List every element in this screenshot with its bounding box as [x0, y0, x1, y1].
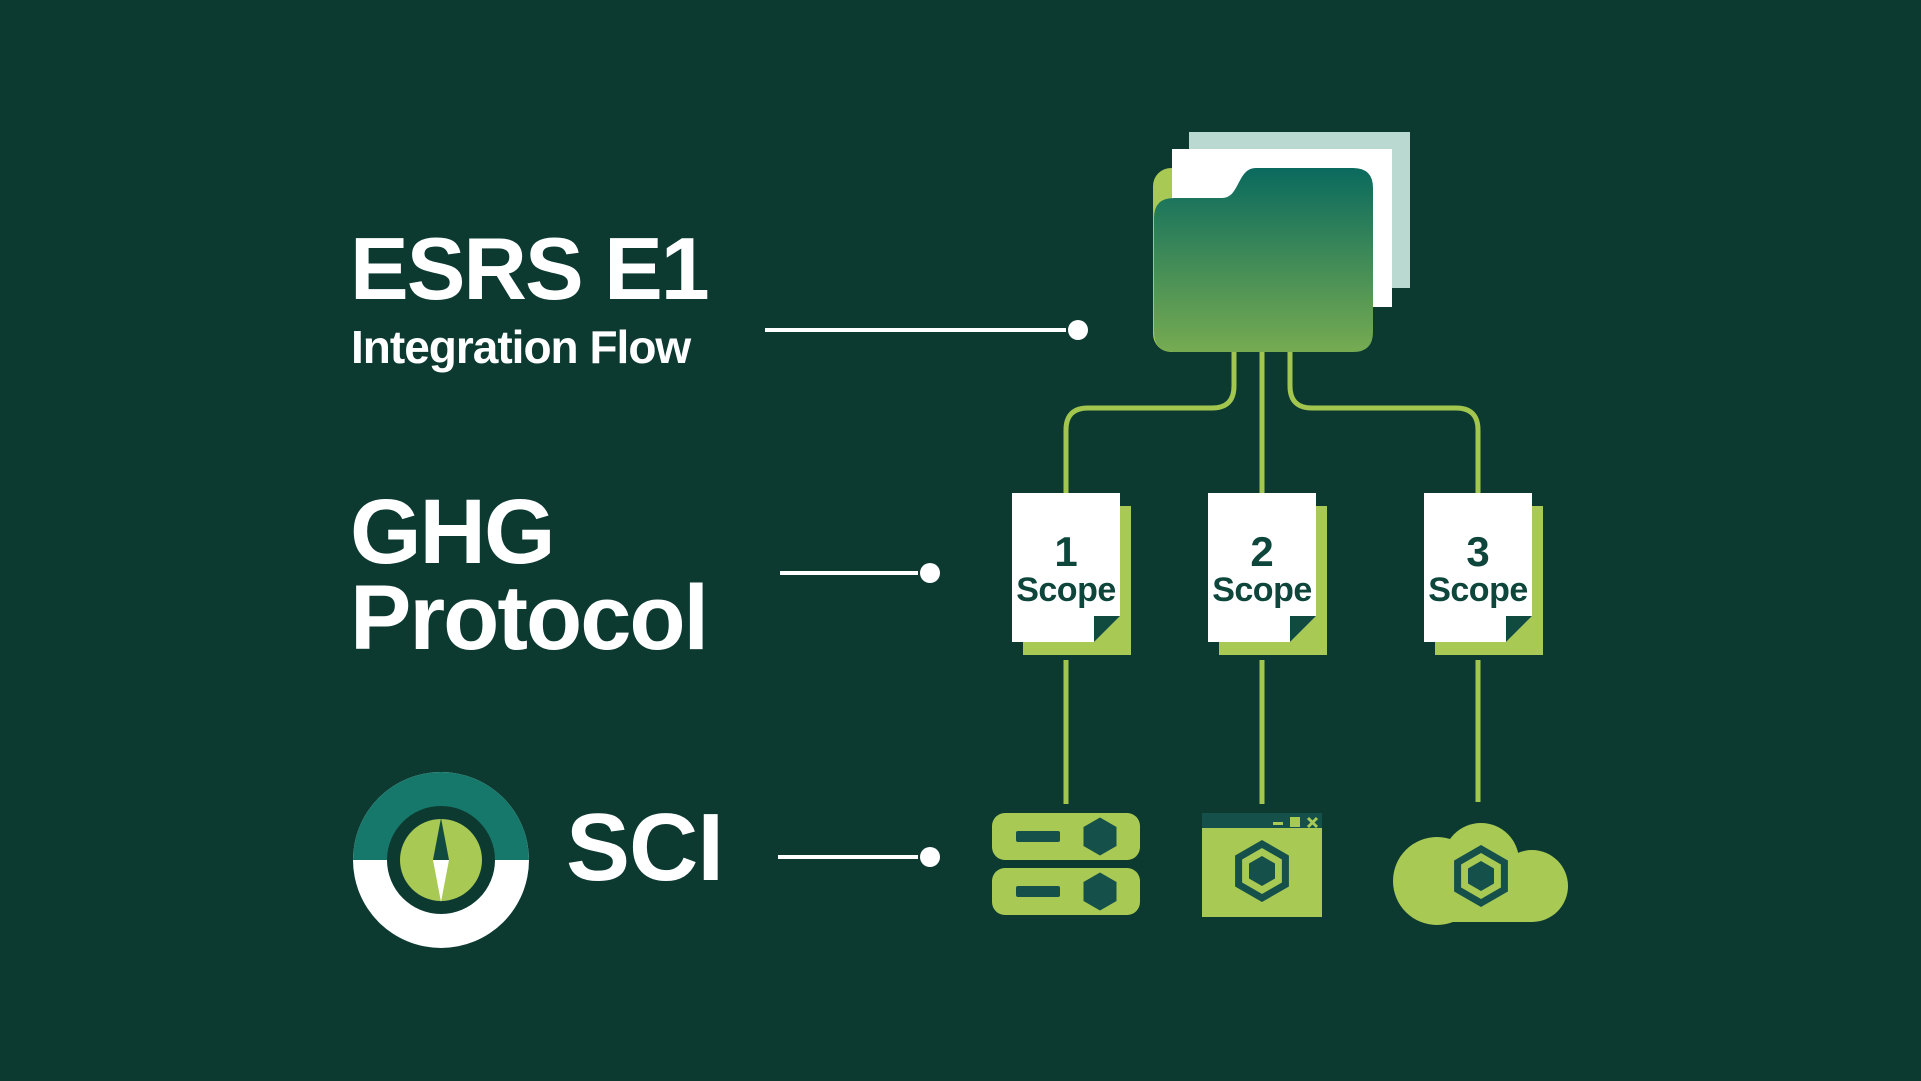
close-icon [1306, 816, 1319, 829]
server-rack-1 [992, 813, 1140, 860]
branch-lines [1063, 352, 1481, 804]
pointer-connectors [765, 320, 1088, 867]
hexagon-badge-1 [1083, 817, 1117, 856]
needle-south [433, 860, 449, 902]
folder-icon [1153, 132, 1410, 352]
minimize-icon [1273, 822, 1283, 825]
branch-line-left [1063, 352, 1237, 494]
page-subtitle: Integration Flow [351, 321, 691, 373]
document-icons [1012, 493, 1543, 655]
scope1-label: Scope [1016, 571, 1116, 609]
hexagon-badge-2 [1083, 872, 1117, 911]
scope3-number: 3 [1466, 528, 1490, 575]
hexagon-logo-outline [1454, 844, 1508, 908]
corner-fold [1506, 616, 1532, 642]
compass-gauge-icon [353, 772, 529, 948]
scope2-label: Scope [1212, 571, 1312, 609]
folder-front-panel [1154, 168, 1373, 352]
document-icon-scope3 [1424, 493, 1543, 655]
drive-slot-1 [1016, 831, 1060, 842]
document-icon-scope1 [1012, 493, 1131, 655]
cloud-icon [1393, 823, 1568, 925]
pointer-dot-esrs [1068, 320, 1088, 340]
app-window-icon [1202, 813, 1322, 917]
ghg-label-line2: Protocol [350, 567, 709, 669]
document-icon-scope2 [1208, 493, 1327, 655]
needle-north [433, 818, 449, 860]
ghg-label-line1: GHG [350, 481, 556, 583]
hexagon-logo-core [1249, 856, 1275, 886]
scope3-label: Scope [1428, 571, 1528, 609]
corner-fold [1094, 616, 1120, 642]
page-title: ESRS E1 [350, 219, 710, 318]
sci-label: SCI [566, 794, 724, 901]
window-title-bar [1202, 813, 1322, 828]
page [1012, 493, 1120, 642]
drive-slot-2 [1016, 886, 1060, 897]
server-rack-2 [992, 868, 1140, 915]
pointer-dot-ghg [920, 563, 940, 583]
branch-line-right [1287, 352, 1481, 494]
scope1-number: 1 [1054, 528, 1078, 575]
hexagon-logo-core [1468, 861, 1494, 891]
page [1424, 493, 1532, 642]
maximize-icon [1290, 817, 1300, 827]
corner-fold [1290, 616, 1316, 642]
pointer-dot-sci [920, 847, 940, 867]
hexagon-logo-outline [1235, 839, 1289, 903]
scope2-number: 2 [1250, 528, 1274, 575]
page [1208, 493, 1316, 642]
server-stack-icon [992, 813, 1140, 915]
